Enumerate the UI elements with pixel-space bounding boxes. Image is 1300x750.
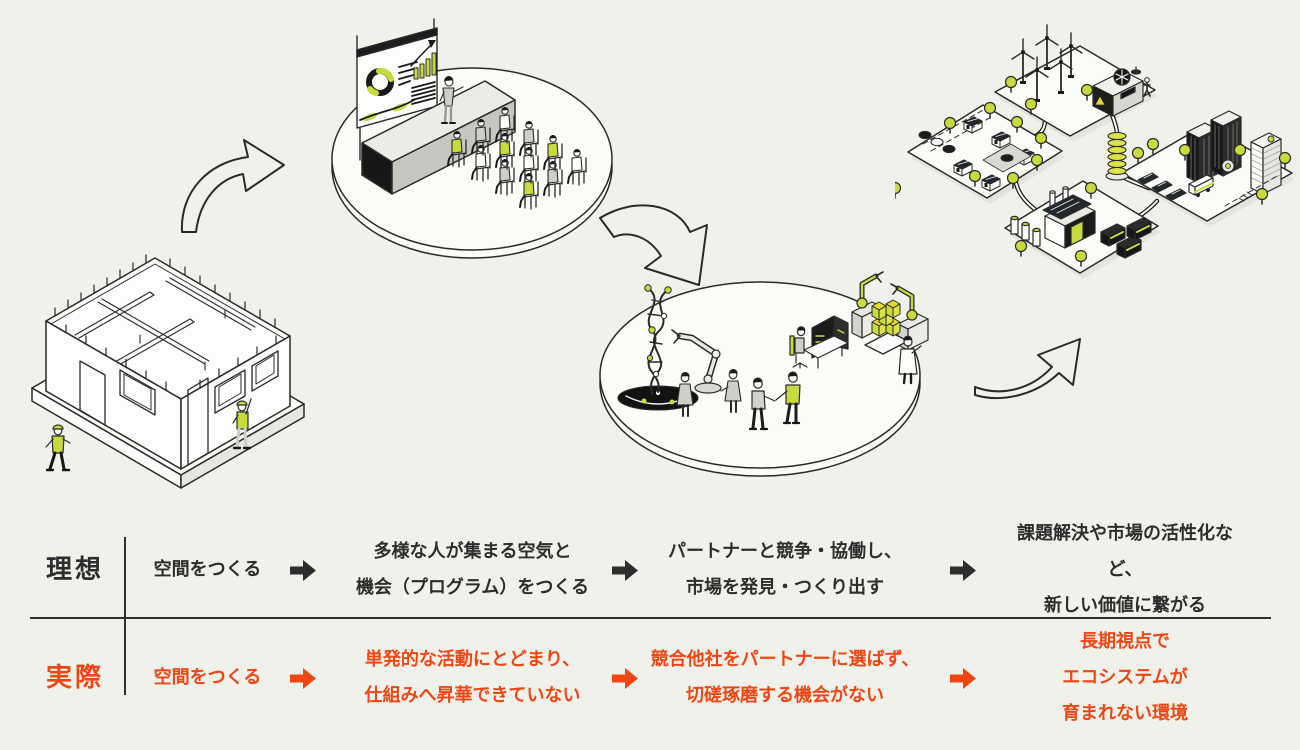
wind-farm: [1004, 24, 1151, 117]
scene-seminar: [300, 18, 630, 270]
ideal-step-4: 課題解決や市場の活性化など、 新しい価値に繋がる: [1017, 523, 1233, 616]
shuttle-bus: [1188, 174, 1214, 198]
ideal-step-1: 空間をつくる: [153, 559, 262, 580]
actual-row-label: 実際: [45, 663, 104, 693]
right-arrow-icon: [605, 667, 645, 689]
presenter: [439, 76, 464, 124]
interior-walls: [74, 277, 256, 371]
scene-collaboration: [590, 250, 930, 500]
curved-arrow-icon: [972, 303, 1084, 403]
factory-building: [1042, 186, 1096, 249]
ideal-row-label: 理想: [45, 555, 104, 585]
actual-step-3: 競合他社をパートナーに選ばず、 切磋琢磨する機会がない: [650, 649, 920, 706]
actual-row: 実際 空間をつくる 単発的な活動にとどまり、 仕組みへ昇華できていない 競合他社…: [0, 616, 1250, 740]
construction-worker: [232, 398, 252, 450]
right-arrow-icon: [265, 667, 340, 689]
computer-workstation: [789, 315, 849, 369]
curved-arrow-icon: [172, 128, 290, 240]
solar-array: [1137, 172, 1187, 201]
power-plant: [1092, 66, 1144, 117]
business-district: [1131, 110, 1292, 207]
construction-building: [31, 254, 305, 489]
construction-worker: [45, 424, 71, 472]
battery-storage: [1010, 215, 1041, 247]
handshake-figures: [748, 371, 801, 431]
ideal-row: 理想 空間をつくる 多様な人が集まる空気と 機会（プログラム）をつくる パートナ…: [0, 523, 1250, 616]
column-divider: [124, 537, 126, 695]
row-divider: [30, 617, 1271, 619]
presentation-board: [356, 18, 438, 161]
curved-arrow-icon: [586, 192, 708, 304]
actual-step-4: 長期視点で エコシステムが 育まれない環境: [1062, 631, 1188, 724]
person-figure: [1143, 77, 1151, 97]
actual-step-1: 空間をつくる: [153, 667, 262, 688]
right-arrow-icon: [925, 667, 1000, 689]
energy-plant: [895, 181, 1152, 267]
right-arrow-icon: [925, 559, 1000, 581]
ideal-step-3: パートナーと競争・協働し、 市場を発見・つくり出す: [668, 541, 902, 598]
residential-area: [918, 101, 1048, 192]
scene-city: [895, 8, 1300, 308]
energy-coil: [1105, 131, 1129, 181]
observer-figure: [676, 371, 694, 417]
rebar: [54, 254, 277, 391]
ideal-step-2: 多様な人が集まる空気と 機会（プログラム）をつくる: [355, 541, 590, 598]
office-tower: [1250, 132, 1282, 195]
right-arrow-icon: [265, 559, 340, 581]
observer-figure: [720, 368, 742, 413]
cube-stack: [864, 299, 909, 355]
scene-building: [20, 240, 310, 490]
scientist-figure: [898, 335, 922, 385]
robot-arm: [671, 329, 722, 394]
actual-step-2: 単発的な活動にとどまり、 仕組みへ昇華できていない: [364, 649, 581, 706]
container-units: [1100, 217, 1152, 259]
right-arrow-icon: [605, 559, 645, 581]
office-tower: [1210, 110, 1242, 177]
